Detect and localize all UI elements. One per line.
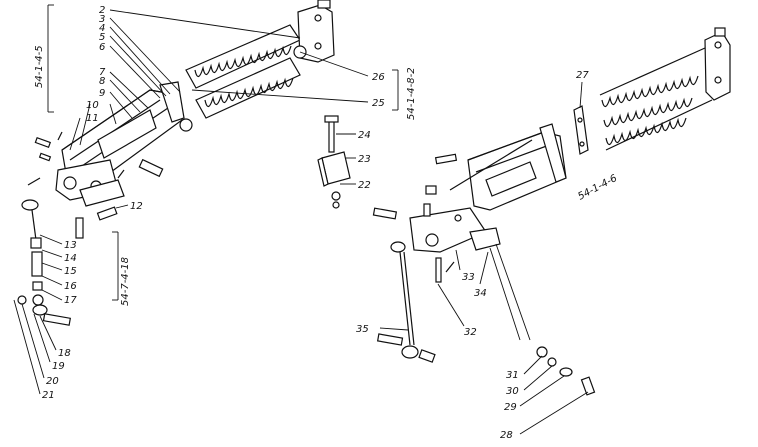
callout-29: 29 xyxy=(504,402,517,413)
left-bolt-12 xyxy=(75,206,118,239)
spring-lower xyxy=(195,57,301,119)
callout-25: 25 xyxy=(372,98,385,109)
center-block-23 xyxy=(317,151,351,187)
callout-19: 19 xyxy=(52,361,65,372)
callout-15: 15 xyxy=(64,266,77,277)
center-nut-22 xyxy=(331,191,341,209)
right-frame-bracket xyxy=(425,123,567,211)
callout-24: 24 xyxy=(358,130,371,141)
right-lever-33 xyxy=(409,203,501,253)
callout-30: 30 xyxy=(506,386,519,397)
group-brackets xyxy=(47,4,399,301)
callout-35: 35 xyxy=(356,324,369,335)
callout-17: 17 xyxy=(64,295,77,306)
callout-20: 20 xyxy=(46,376,59,387)
group-label-left-top: 54-1-4-5 xyxy=(34,45,45,88)
callout-23: 23 xyxy=(358,154,371,165)
callout-2: 2 xyxy=(99,5,105,16)
callout-10: 10 xyxy=(86,100,99,111)
callout-11: 11 xyxy=(86,113,99,124)
callout-27: 27 xyxy=(576,70,589,81)
left-link-rod xyxy=(17,199,72,326)
callout-16: 16 xyxy=(64,281,77,292)
right-springs xyxy=(599,47,713,151)
right-link-rod-35 xyxy=(376,241,436,363)
callout-9: 9 xyxy=(99,88,105,99)
right-bolt-32 xyxy=(435,257,455,283)
callout-18: 18 xyxy=(58,348,71,359)
right-bolt-left xyxy=(372,207,398,220)
group-label-right: 54-1-4-6 xyxy=(576,173,619,203)
center-bolt-24 xyxy=(324,115,339,153)
callout-34: 34 xyxy=(474,288,487,299)
callout-21: 21 xyxy=(42,390,55,401)
group-label-spring: 54-1-4-8-2 xyxy=(406,67,417,120)
callout-5: 5 xyxy=(99,32,105,43)
callout-3: 3 xyxy=(99,14,105,25)
group-label-left-bottom: 54-7-4-18 xyxy=(120,257,131,306)
right-washers xyxy=(536,346,596,396)
callout-7: 7 xyxy=(99,67,106,78)
callout-14: 14 xyxy=(64,253,77,264)
left-pins xyxy=(27,131,164,186)
callout-12: 12 xyxy=(130,201,143,212)
callout-32: 32 xyxy=(464,327,477,338)
right-plate-27 xyxy=(573,105,589,155)
spring-bracket xyxy=(179,0,335,132)
callout-6: 6 xyxy=(99,42,105,53)
right-spring-plate xyxy=(704,27,731,101)
callout-22: 22 xyxy=(358,180,371,191)
left-frame-bracket xyxy=(55,81,185,207)
callout-4: 4 xyxy=(99,23,105,34)
callout-31: 31 xyxy=(506,370,519,381)
leader-lines xyxy=(13,9,589,435)
callout-26: 26 xyxy=(372,72,385,83)
callout-28: 28 xyxy=(500,430,513,441)
callout-8: 8 xyxy=(99,76,105,87)
callout-13: 13 xyxy=(64,240,77,251)
callout-33: 33 xyxy=(462,272,475,283)
